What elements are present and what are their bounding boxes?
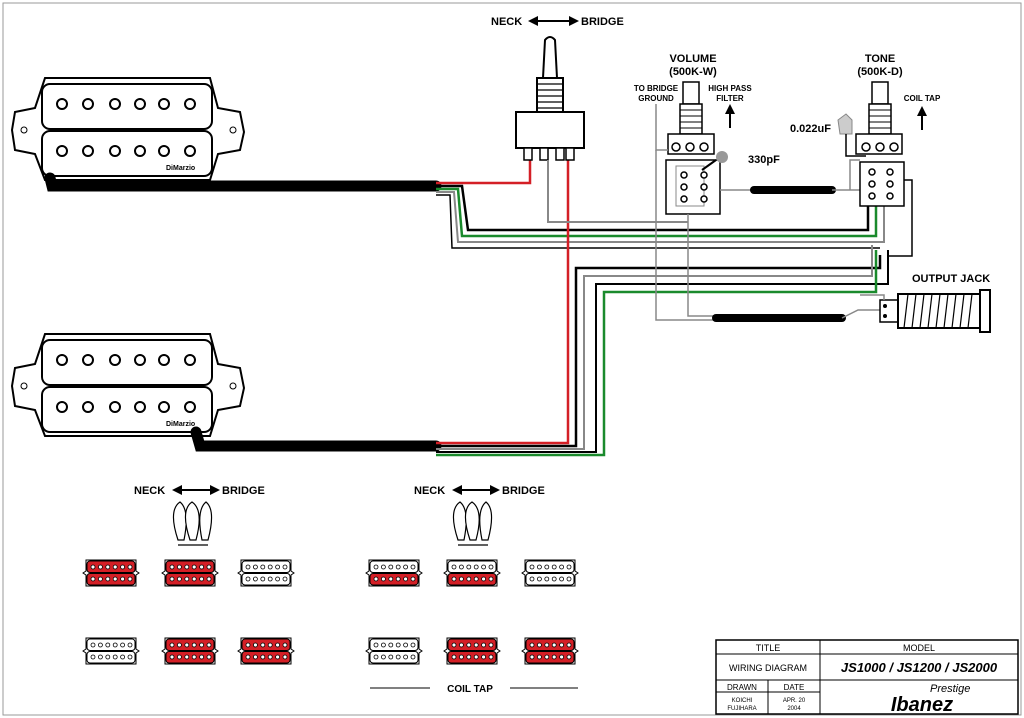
date-header: DATE: [784, 683, 805, 692]
date-value-1: APR. 20: [783, 698, 806, 704]
mini-humbucker-white-red: [365, 559, 423, 587]
tone-pot: TONE (500K-D) COIL TAP 0.022uF: [790, 53, 941, 257]
pickup-cables: [44, 160, 889, 457]
mini-humbucker-white: [365, 637, 423, 665]
switch-lever-icon: [452, 501, 493, 546]
output-jack: OUTPUT JACK: [860, 273, 991, 333]
title-header: TITLE: [756, 643, 781, 653]
switch-lever-icon: [172, 501, 213, 546]
mini-humbucker-white: [237, 559, 295, 587]
bridge-humbucker: DiMarzio: [10, 333, 246, 437]
switch-bridge-label: BRIDGE: [581, 16, 624, 28]
brand-script: Prestige: [930, 683, 970, 695]
high-pass-label-1: HIGH PASS: [708, 84, 752, 93]
tone-cap-label: 0.022uF: [790, 123, 831, 135]
volume-cap-label: 330pF: [748, 154, 780, 166]
volume-title: VOLUME: [669, 53, 716, 65]
tone-title: TONE: [865, 53, 895, 65]
mini-humbucker-red: [443, 637, 501, 665]
title-value: WIRING DIAGRAM: [729, 663, 807, 673]
mini-humbucker-red: [521, 637, 579, 665]
drawn-value-2: FUJIHARA: [727, 706, 756, 712]
position-chart-standard: NECK BRIDGE: [134, 485, 265, 546]
drawn-header: DRAWN: [727, 683, 757, 692]
mini-humbucker-white-red: [443, 559, 501, 587]
chart-left-neck-label: NECK: [134, 485, 165, 497]
volume-value: (500K-W): [669, 66, 717, 78]
model-value: JS1000 / JS1200 / JS2000: [841, 660, 998, 675]
output-jack-label: OUTPUT JACK: [912, 273, 990, 285]
coil-tap-label: COIL TAP: [904, 94, 941, 103]
coil-tap-footer-label: COIL TAP: [447, 684, 493, 695]
pickup-brand-label: DiMarzio: [166, 165, 195, 172]
switch-neck-label: NECK: [491, 16, 522, 28]
pickup-state-icons: [82, 559, 579, 665]
model-header: MODEL: [903, 643, 935, 653]
drawn-value-1: KOICHI: [732, 698, 753, 704]
date-value-2: 2004: [787, 706, 801, 712]
volume-pot: VOLUME (500K-W) TO BRIDGE GROUND HIGH PA…: [634, 53, 780, 321]
pickup-selector-switch: NECK BRIDGE: [491, 16, 688, 223]
to-bridge-label-1: TO BRIDGE: [634, 84, 679, 93]
brand-logo: Ibanez: [891, 694, 953, 716]
chart-right-bridge-label: BRIDGE: [502, 485, 545, 497]
mini-humbucker-red: [237, 637, 295, 665]
mini-humbucker-white: [82, 637, 140, 665]
mini-humbucker-red: [82, 559, 140, 587]
chart-left-bridge-label: BRIDGE: [222, 485, 265, 497]
pickup-brand-label: DiMarzio: [166, 421, 195, 428]
chart-right-neck-label: NECK: [414, 485, 445, 497]
high-pass-label-2: FILTER: [716, 94, 744, 103]
neck-humbucker: DiMarzio: [10, 77, 246, 181]
title-block: TITLE WIRING DIAGRAM MODEL JS1000 / JS12…: [715, 639, 1019, 716]
position-chart-coil-tap: NECK BRIDGE COIL TAP: [370, 485, 578, 695]
tone-value: (500K-D): [857, 66, 903, 78]
mini-humbucker-red: [161, 637, 219, 665]
mini-humbucker-red: [161, 559, 219, 587]
to-bridge-label-2: GROUND: [638, 94, 674, 103]
mini-humbucker-white: [521, 559, 579, 587]
